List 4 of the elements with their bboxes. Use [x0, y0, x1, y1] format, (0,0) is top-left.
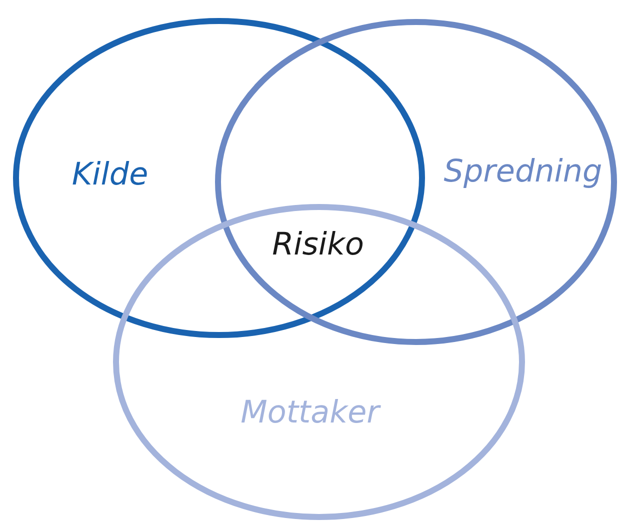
set-label: Kilde [72, 160, 148, 190]
overlap-label: Risiko [272, 230, 364, 260]
set-label: Spredning [444, 156, 602, 188]
set-label: Mottaker [240, 398, 380, 428]
